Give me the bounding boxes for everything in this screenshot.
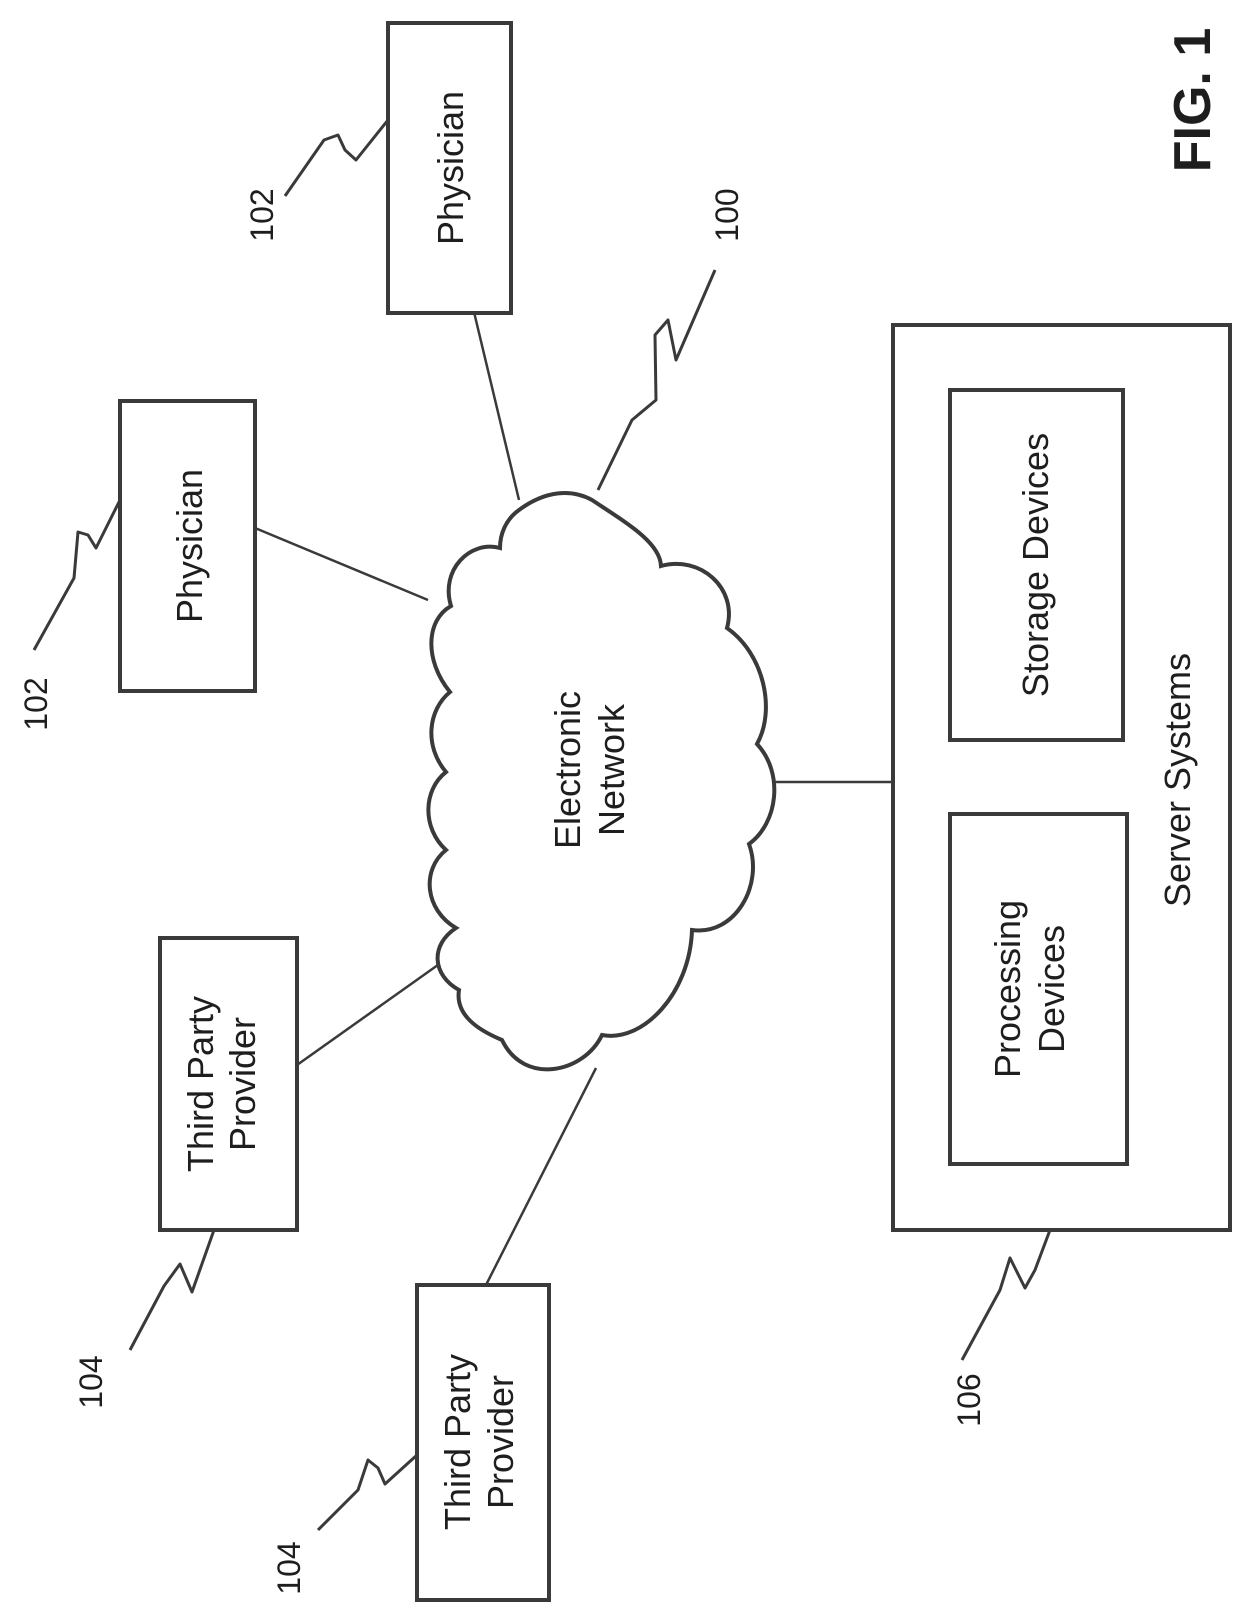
- ref-104-bottom: 104: [271, 1541, 307, 1594]
- network-ref-label: Electronic: [547, 691, 588, 849]
- leader-100: [598, 270, 715, 490]
- ref-102-left: 102: [18, 677, 54, 730]
- physician-box-left: Physician: [120, 401, 255, 691]
- ref-102-top: 102: [244, 188, 280, 241]
- physician-box-top: Physician: [388, 23, 511, 313]
- leader-102-top: [285, 120, 388, 196]
- provider-box-bottom: Third Party Provider: [417, 1285, 549, 1600]
- leader-102-left: [34, 500, 120, 650]
- provider-bottom-line1: Third Party: [437, 1354, 478, 1530]
- server-systems-label: Server Systems: [1157, 653, 1198, 907]
- network-ref-label-2: Network: [591, 703, 632, 836]
- link-provider-left: [297, 950, 459, 1065]
- physician-left-label: Physician: [169, 469, 210, 623]
- processing-devices-line1: Processing: [987, 900, 1028, 1078]
- link-physician-left: [255, 528, 428, 600]
- processing-devices-box: Processing Devices: [950, 814, 1127, 1164]
- storage-devices-box: Storage Devices: [950, 390, 1123, 740]
- provider-box-left: Third Party Provider: [160, 938, 297, 1230]
- provider-left-line2: Provider: [222, 1017, 263, 1151]
- electronic-network-cloud: Electronic Network: [428, 493, 774, 1069]
- processing-devices-line2: Devices: [1031, 925, 1072, 1053]
- figure-label: FIG. 1: [1164, 28, 1222, 172]
- physician-top-label: Physician: [430, 91, 471, 245]
- ref-106: 106: [951, 1373, 987, 1426]
- ref-100: 100: [709, 188, 745, 241]
- leader-104-left: [130, 1230, 214, 1350]
- server-systems-box: Server Systems Storage Devices Processin…: [893, 325, 1230, 1230]
- leader-104-bottom: [318, 1455, 417, 1530]
- ref-104-left: 104: [73, 1355, 109, 1408]
- provider-bottom-line2: Provider: [480, 1375, 521, 1509]
- provider-left-line1: Third Party: [180, 996, 221, 1172]
- storage-devices-label: Storage Devices: [1015, 433, 1056, 697]
- link-physician-top: [474, 312, 519, 500]
- leader-106: [962, 1230, 1050, 1360]
- link-provider-bottom: [486, 1068, 596, 1285]
